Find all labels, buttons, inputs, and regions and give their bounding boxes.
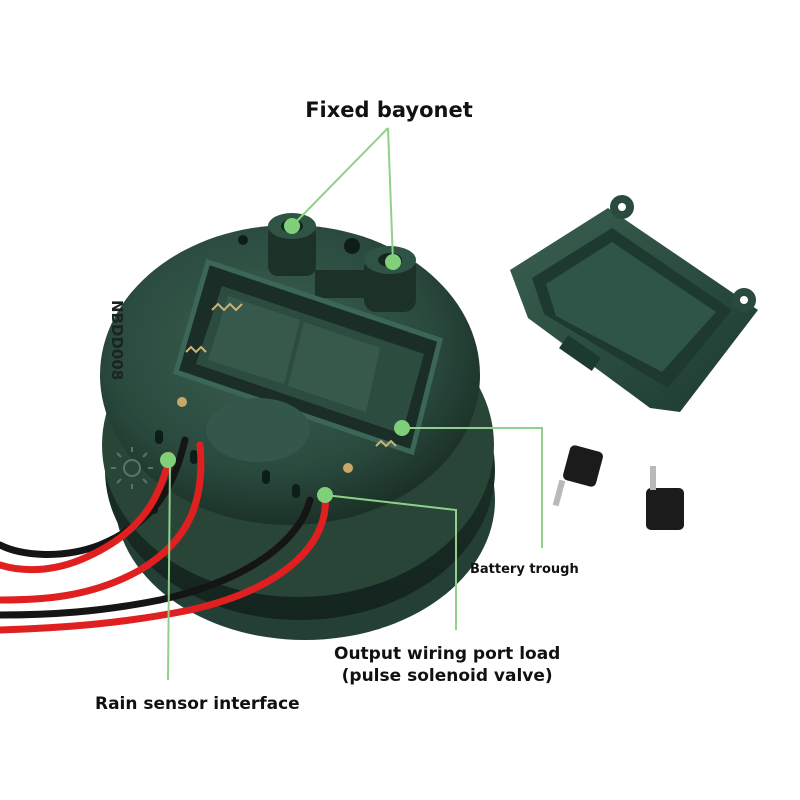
screw <box>343 463 353 473</box>
controller-housing: NBDD008 <box>100 213 495 640</box>
screw <box>177 397 187 407</box>
vent-hole <box>344 238 360 254</box>
bayonet-bridge <box>315 270 365 298</box>
sun-icon <box>111 447 153 489</box>
wires <box>0 436 329 634</box>
output-port-label-line1: Output wiring port load <box>334 644 561 664</box>
leader-lines <box>167 127 543 681</box>
output-port-label: Output wiring port load (pulse solenoid … <box>334 643 560 687</box>
output-port-label-line2: (pulse solenoid valve) <box>341 666 553 686</box>
fixed-bayonet-label: Fixed bayonet <box>305 98 473 122</box>
battery-trough-label: Battery trough <box>470 562 579 577</box>
thumb-screw <box>646 466 684 530</box>
vent-hole <box>238 235 248 245</box>
marker-dots <box>160 218 410 503</box>
model-text: NBDD008 <box>108 300 126 380</box>
battery-compartment <box>172 258 443 456</box>
center-dome <box>206 398 310 462</box>
battery-cover <box>510 195 758 412</box>
rain-sensor-label: Rain sensor interface <box>95 694 300 714</box>
thumb-screw <box>552 445 603 507</box>
battery-spring <box>185 302 397 448</box>
